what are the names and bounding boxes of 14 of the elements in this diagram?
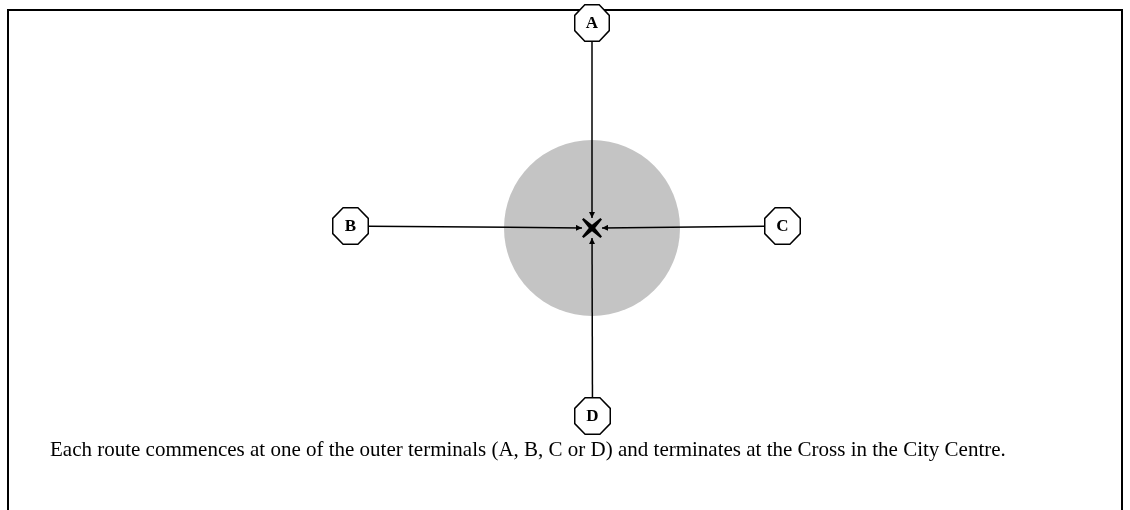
terminal-label: D xyxy=(586,406,599,426)
terminal-label: C xyxy=(776,216,789,236)
terminal-octagon xyxy=(332,207,369,245)
terminal-octagon xyxy=(574,397,611,435)
arrow xyxy=(601,224,765,231)
terminal-label: A xyxy=(585,13,599,33)
terminal-octagon xyxy=(574,4,610,42)
terminal-octagon xyxy=(764,207,801,245)
arrow xyxy=(589,41,595,219)
arrow xyxy=(589,237,596,398)
cross-mark xyxy=(582,218,602,238)
terminal-label: B xyxy=(344,216,357,236)
arrow xyxy=(368,224,583,231)
caption: Each route commences at one of the outer terminals (A, B, C or D) and terminates at the Cross in the City Centre. xyxy=(50,438,1007,461)
